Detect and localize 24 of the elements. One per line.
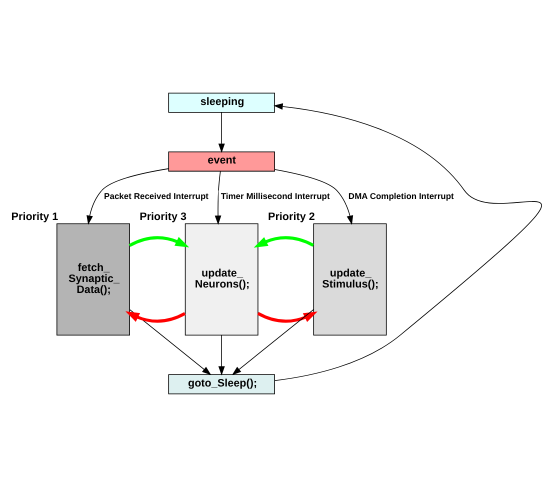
node-box: goto_Sleep(); <box>168 374 275 394</box>
arrow <box>218 334 225 376</box>
arrow <box>129 308 212 375</box>
arrow <box>214 170 222 224</box>
node-box: update_ Stimulus(); <box>313 222 387 336</box>
arrow <box>274 102 542 380</box>
arrow <box>274 168 354 224</box>
edge-label: Packet Received Interrupt <box>104 190 208 200</box>
arrow <box>218 112 225 152</box>
node-label: Priority 1 <box>11 210 58 223</box>
edge-label: DMA Completion Interrupt <box>348 190 454 200</box>
node-label: Priority 2 <box>268 210 315 223</box>
node-box: sleeping <box>168 92 275 112</box>
node-box: event <box>168 150 275 172</box>
arrow <box>232 308 314 375</box>
arrow <box>257 311 318 322</box>
node-box: update_ Neurons(); <box>184 222 258 336</box>
arrow <box>86 168 169 224</box>
node-box: fetch_ Synaptic_ Data(); <box>56 222 130 336</box>
arrow <box>125 310 186 322</box>
arrow <box>254 236 314 248</box>
arrow <box>128 236 190 247</box>
edge-label: Timer Millisecond Interrupt <box>220 190 330 200</box>
node-label: Priority 3 <box>140 210 187 223</box>
